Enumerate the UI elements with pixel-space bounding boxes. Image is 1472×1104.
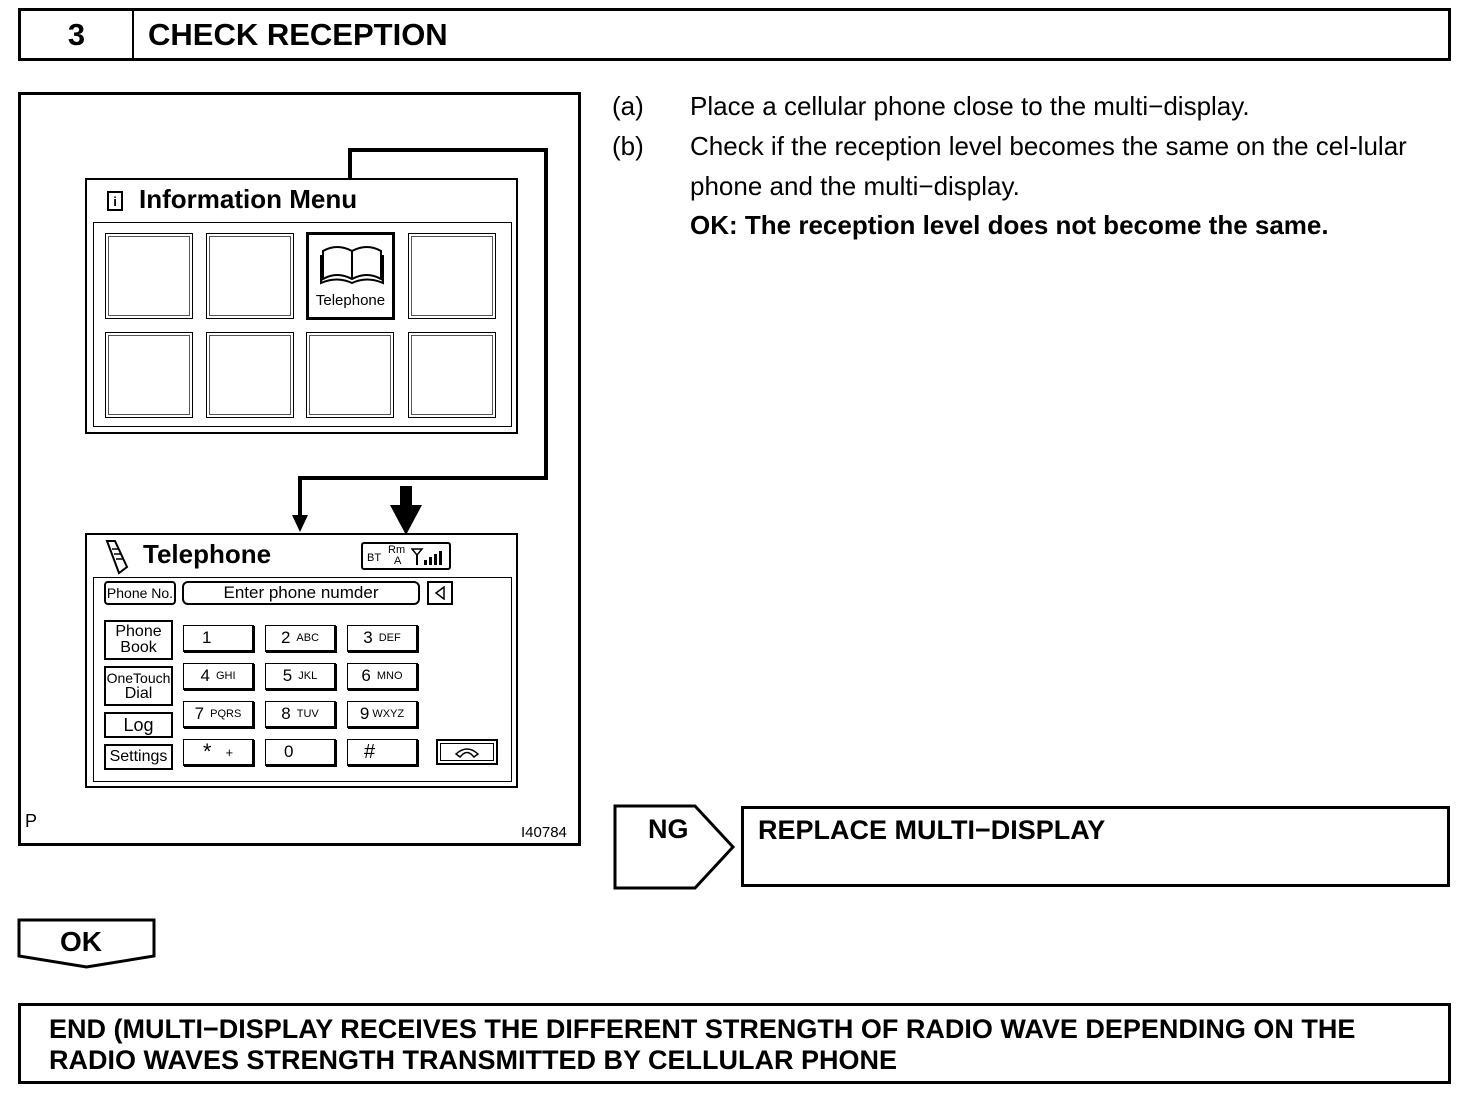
ng-label: NG: [648, 814, 689, 844]
status-indicator: BT Rm A: [361, 542, 451, 570]
phone-no-button[interactable]: Phone No.: [104, 581, 176, 605]
settings-button[interactable]: Settings: [104, 744, 173, 770]
side-button-line1: Log: [123, 715, 154, 735]
cellphone-icon: [105, 540, 129, 575]
telephone-tile[interactable]: Telephone: [306, 232, 395, 320]
ok-condition: OK: The reception level does not become …: [690, 210, 1329, 240]
instruction-text: Place a cellular phone close to the mult…: [690, 91, 1250, 121]
side-button-line1: Settings: [109, 748, 168, 765]
illustration-frame: i Information Menu Telephone: [18, 92, 581, 846]
ok-label: OK: [60, 926, 102, 957]
info-menu-title: Information Menu: [139, 184, 358, 214]
ok-arrow-shape: [17, 918, 156, 969]
instruction-b: (b) Check if the reception level becomes…: [612, 126, 1462, 206]
step-header: 3 CHECK RECEPTION: [18, 8, 1451, 61]
menu-tile[interactable]: [408, 332, 496, 418]
key-0[interactable]: 0: [265, 739, 336, 766]
back-arrow-icon: [434, 586, 445, 600]
bt-status-label: BT: [367, 552, 382, 564]
menu-tile[interactable]: [105, 233, 193, 319]
step-title: CHECK RECEPTION: [148, 16, 448, 52]
connector-line: [298, 148, 548, 520]
key-star[interactable]: *+: [183, 739, 254, 766]
info-menu-grid: Telephone: [93, 222, 512, 427]
end-text: END (MULTI−DISPLAY RECEIVES THE DIFFEREN…: [49, 1014, 1356, 1075]
side-button-line1: OneTouch: [106, 670, 171, 686]
arrow-shaft-big: [400, 486, 412, 508]
book-icon: [320, 246, 384, 285]
arrow-head-big: [390, 505, 422, 535]
antenna-status-label: A: [394, 555, 402, 567]
menu-tile[interactable]: [105, 332, 193, 418]
menu-tile[interactable]: [206, 332, 294, 418]
log-button[interactable]: Log: [104, 712, 173, 738]
key-hash[interactable]: #: [347, 739, 418, 766]
instruction-label: (a): [612, 91, 644, 121]
ng-arrow-shape: [613, 804, 736, 890]
roaming-status-label: Rm: [388, 544, 406, 556]
telephone-tile-label: Telephone: [315, 292, 386, 309]
ng-action-text: REPLACE MULTI−DISPLAY: [758, 815, 1106, 845]
information-menu-screen: i Information Menu Telephone: [85, 178, 518, 434]
step-number: 3: [21, 11, 134, 58]
instruction-text: Check if the reception level becomes the…: [690, 131, 1407, 201]
menu-tile[interactable]: [206, 233, 294, 319]
ng-result-box: REPLACE MULTI−DISPLAY: [741, 806, 1450, 887]
key-1[interactable]: 1: [183, 625, 254, 652]
end-box: END (MULTI−DISPLAY RECEIVES THE DIFFEREN…: [18, 1003, 1451, 1084]
call-button[interactable]: [436, 739, 498, 765]
instruction-label: (b): [612, 131, 644, 161]
phone-book-button[interactable]: Phone Book: [104, 620, 173, 660]
telephone-panel: Phone No. Enter phone numder Phone Book …: [93, 577, 512, 782]
menu-tile[interactable]: [408, 233, 496, 319]
phone-number-input[interactable]: Enter phone numder: [182, 581, 420, 605]
corner-mark: P: [25, 811, 38, 831]
side-button-line2: Book: [120, 639, 157, 656]
side-button-line2: Dial: [124, 685, 153, 702]
menu-tile[interactable]: [306, 332, 394, 418]
onetouch-dial-button[interactable]: OneTouch Dial: [104, 666, 173, 706]
signal-strength-icon: [411, 548, 442, 565]
telephone-title: Telephone: [143, 539, 272, 569]
info-icon: i: [107, 191, 123, 211]
arrow-head-small: [292, 515, 308, 532]
handset-icon: [454, 748, 480, 758]
instruction-a: (a) Place a cellular phone close to the …: [612, 86, 1462, 126]
side-button-line1: Phone: [115, 623, 162, 640]
backspace-button[interactable]: [427, 581, 453, 605]
figure-id: I40784: [521, 824, 567, 841]
telephone-screen: Telephone BT Rm A Phone No. Enter phone …: [85, 533, 518, 788]
flow-arrows: [292, 148, 548, 535]
